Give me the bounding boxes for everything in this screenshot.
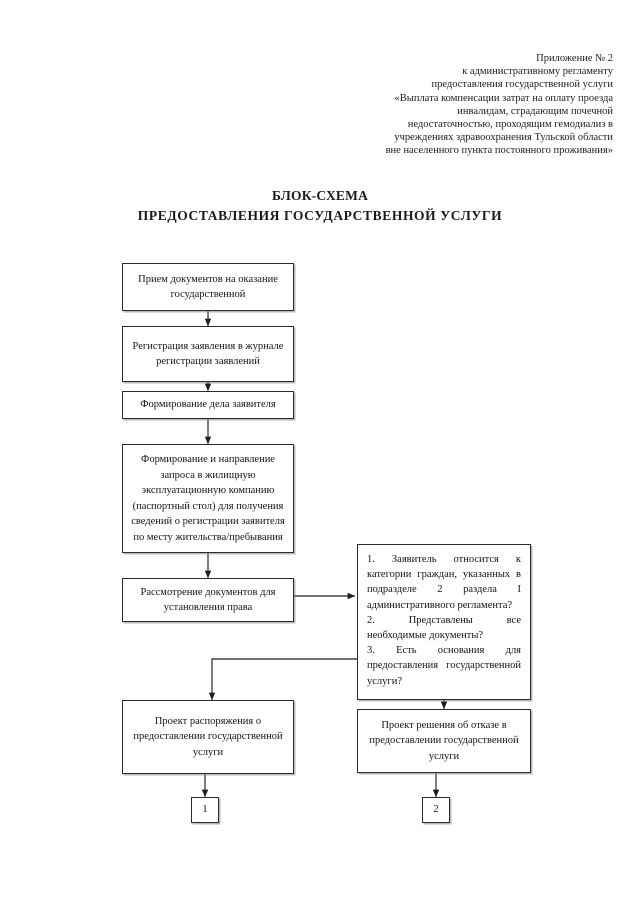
decision-q3-seg3: услуги?	[367, 675, 402, 687]
node-terminal-2[interactable]: 2	[422, 797, 450, 823]
appendix-line-6: недостаточностью, проходящим гемодиализ …	[407, 119, 613, 131]
page-title: БЛОК-СХЕМА ПРЕДОСТАВЛЕНИЯ ГОСУДАРСТВЕННО…	[0, 186, 640, 226]
appendix-line-7: учреждениях здравоохранения Тульской обл…	[394, 132, 613, 144]
decision-q1-seg1: 1. Заявитель относится к категории гражд…	[367, 554, 521, 596]
appendix-line-8: вне населенного пункта постоянного прожи…	[385, 145, 613, 157]
appendix-line-5: инвалидам, страдающим почечной	[457, 105, 613, 117]
appendix-line-1: Приложение № 2	[536, 53, 613, 64]
appendix-line-4: «Выплата компенсации затрат на оплату пр…	[394, 92, 613, 104]
node-registration[interactable]: Регистрация заявления в журнале регистра…	[122, 326, 294, 382]
node-request-formation[interactable]: Формирование и направление запроса в жил…	[122, 444, 294, 553]
appendix-header: Приложение № 2 к административному регла…	[283, 52, 613, 158]
node-decision-questions[interactable]: 1. Заявитель относится к категории гражд…	[357, 544, 531, 700]
appendix-line-2: к административному регламенту	[462, 66, 613, 78]
decision-q1-seg2: административного регламента?	[367, 599, 513, 611]
connector-decision-grant	[208, 658, 357, 701]
node-intake[interactable]: Прием документов на оказание государстве…	[122, 263, 294, 311]
node-refusal-draft[interactable]: Проект решения об отказе в предоставлени…	[357, 709, 531, 773]
decision-q2-seg1: 2. Представлены все	[367, 614, 521, 626]
node-case-formation[interactable]: Формирование дела заявителя	[122, 391, 294, 419]
page-title-line-2: ПРЕДОСТАВЛЕНИЯ ГОСУДАРСТВЕННОЙ УСЛУГИ	[137, 208, 503, 223]
node-grant-draft[interactable]: Проект распоряжения о предоставлении гос…	[122, 700, 294, 774]
decision-q3-seg2: предоставления государственной	[367, 660, 521, 672]
node-review[interactable]: Рассмотрение документов для установления…	[122, 578, 294, 622]
decision-q2-seg2: необходимые документы?	[367, 630, 484, 642]
appendix-line-3: предоставления государственной услуги	[431, 79, 613, 91]
page-title-line-1: БЛОК-СХЕМА	[271, 188, 369, 203]
node-terminal-1[interactable]: 1	[191, 797, 219, 823]
decision-q3-seg1: 3. Есть основания для	[367, 645, 522, 657]
